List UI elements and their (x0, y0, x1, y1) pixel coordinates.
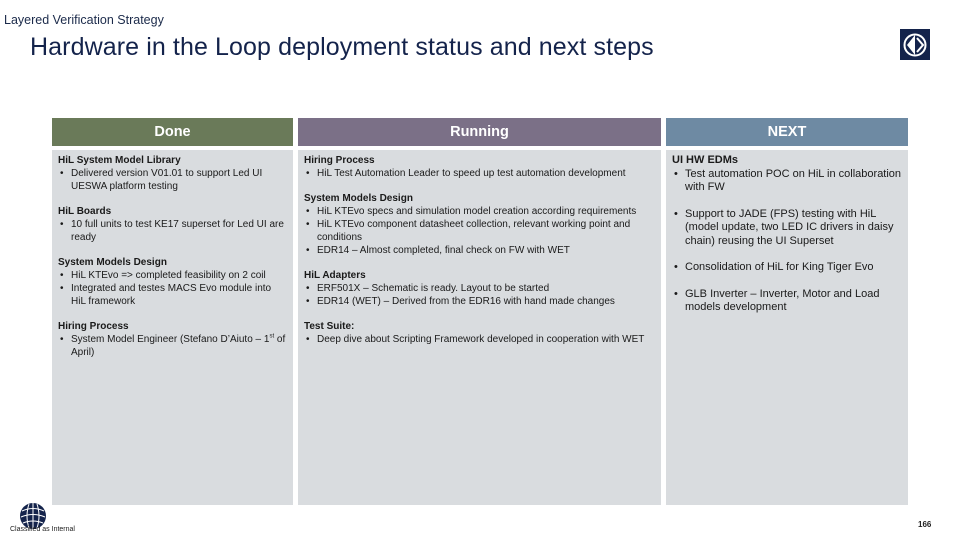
column-header-next: NEXT (666, 118, 908, 146)
list-item: 10 full units to test KE17 superset for … (58, 218, 287, 244)
section-heading: UI HW EDMs (672, 154, 738, 166)
list-item: EDR14 (WET) – Derived from the EDR16 wit… (304, 295, 655, 308)
list-item: HiL KTEvo => completed feasibility on 2 … (58, 269, 287, 282)
section-heading: Test Suite: (304, 321, 355, 332)
list-item: ERF501X – Schematic is ready. Layout to … (304, 282, 655, 295)
page-title: Hardware in the Loop deployment status a… (30, 33, 654, 61)
page-number: 166 (918, 520, 932, 529)
list-item: HiL KTEvo specs and simulation model cre… (304, 205, 655, 218)
section-kicker: Layered Verification Strategy (4, 13, 164, 27)
globe-logo-icon (20, 503, 46, 529)
classification-label: Classified as Internal (10, 526, 75, 533)
electrolux-logo-icon (900, 29, 930, 60)
section-heading: Hiring Process (304, 155, 375, 166)
column-done: Done HiL System Model Library Delivered … (52, 118, 293, 505)
column-header-running: Running (298, 118, 661, 146)
list-item: EDR14 – Almost completed, final check on… (304, 244, 655, 257)
list-item: Deep dive about Scripting Framework deve… (304, 333, 655, 346)
list-item: System Model Engineer (Stefano D’Aiuto –… (58, 333, 287, 359)
section-heading: System Models Design (58, 257, 167, 268)
section-heading: HiL Boards (58, 206, 112, 217)
section-heading: HiL System Model Library (58, 155, 181, 166)
column-body-running: Hiring Process HiL Test Automation Leade… (298, 150, 661, 505)
list-item: Consolidation of HiL for King Tiger Evo (672, 261, 902, 275)
list-item: Delivered version V01.01 to support Led … (58, 167, 287, 193)
section-heading: Hiring Process (58, 321, 129, 332)
column-next: NEXT UI HW EDMs Test automation POC on H… (666, 118, 908, 505)
section-heading: System Models Design (304, 193, 413, 204)
list-item: GLB Inverter – Inverter, Motor and Load … (672, 288, 902, 315)
list-item: Integrated and testes MACS Evo module in… (58, 282, 287, 308)
column-body-next: UI HW EDMs Test automation POC on HiL in… (666, 150, 908, 505)
section-heading: HiL Adapters (304, 270, 366, 281)
list-item: HiL KTEvo component datasheet collection… (304, 218, 655, 244)
list-item: Support to JADE (FPS) testing with HiL (… (672, 208, 902, 249)
column-running: Running Hiring Process HiL Test Automati… (298, 118, 661, 505)
list-item: Test automation POC on HiL in collaborat… (672, 168, 902, 195)
list-item: HiL Test Automation Leader to speed up t… (304, 167, 655, 180)
column-header-done: Done (52, 118, 293, 146)
column-body-done: HiL System Model Library Delivered versi… (52, 150, 293, 505)
